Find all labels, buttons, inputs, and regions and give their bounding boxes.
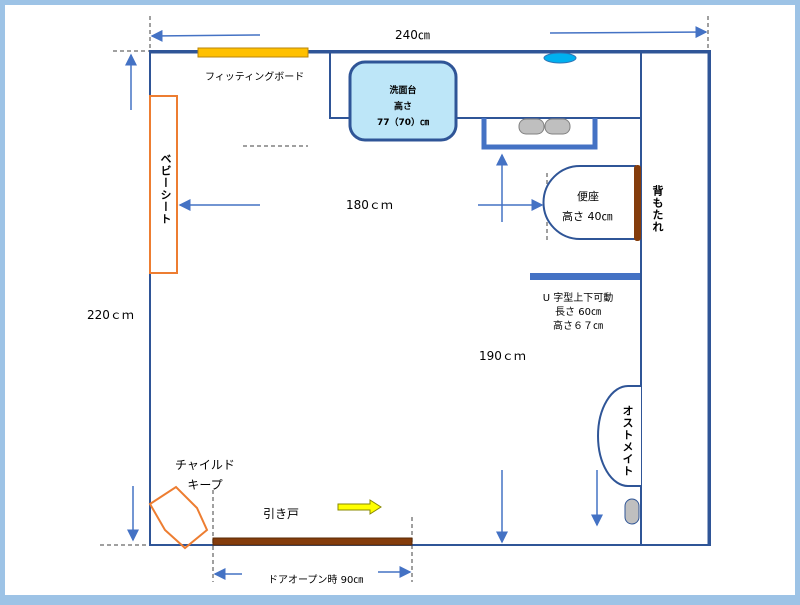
label-sink: 洗面台 高さ 77（70）㎝ bbox=[350, 83, 456, 131]
floor-plan: 240㎝ フィッティングボード 洗面台 高さ 77（70）㎝ ベビーシート 18… bbox=[5, 5, 795, 595]
paper-roll bbox=[544, 118, 571, 135]
sink-height-label: 高さ bbox=[393, 102, 412, 112]
handrail-length: 長さ 60㎝ bbox=[555, 307, 601, 318]
label-ostomate: オストメイト bbox=[621, 405, 634, 477]
paper-holder bbox=[481, 118, 598, 150]
floor-plan-drawing bbox=[100, 16, 711, 582]
faucet bbox=[543, 52, 577, 64]
backrest bbox=[634, 165, 641, 241]
fitting-board bbox=[197, 47, 309, 58]
sink-name: 洗面台 bbox=[389, 86, 417, 96]
handrail bbox=[530, 273, 640, 280]
label-fitting-board: フィッティングボード bbox=[205, 72, 305, 83]
label-inner-width: 180ｃｍ bbox=[346, 198, 393, 212]
child-keep-line2: キープ bbox=[187, 478, 223, 492]
label-child-keep: チャイルド キープ bbox=[165, 455, 245, 495]
label-door-open: ドアオープン時 90㎝ bbox=[268, 575, 364, 586]
label-toilet-height: 高さ 40㎝ bbox=[562, 210, 613, 223]
sink bbox=[348, 60, 458, 142]
ostomate bbox=[597, 385, 641, 487]
child-keep bbox=[148, 485, 209, 550]
child-keep-line1: チャイルド bbox=[175, 458, 235, 472]
door-direction-arrow bbox=[337, 499, 382, 515]
sliding-door bbox=[212, 537, 413, 546]
handrail-height: 高さ６７㎝ bbox=[553, 321, 603, 332]
dimension-guides bbox=[100, 16, 709, 582]
ostomate-faucet bbox=[624, 498, 640, 525]
dimension-arrows bbox=[125, 26, 708, 580]
toilet bbox=[542, 165, 636, 240]
paper-roll bbox=[518, 118, 545, 135]
label-toilet: 便座 bbox=[577, 190, 599, 203]
handrail-type: U 字型上下可動 bbox=[542, 293, 614, 304]
label-sliding-door: 引き戸 bbox=[263, 507, 300, 521]
label-baby-seat: ベビーシート bbox=[159, 153, 172, 225]
right-panel bbox=[640, 51, 710, 546]
label-inner-height: 190ｃｍ bbox=[479, 349, 526, 363]
label-width-total: 240㎝ bbox=[395, 28, 430, 42]
label-backrest: 背もたれ bbox=[651, 185, 664, 233]
label-height-left: 220ｃｍ bbox=[87, 308, 134, 322]
sink-height-value: 77（70）㎝ bbox=[376, 118, 430, 128]
label-handrail: U 字型上下可動 長さ 60㎝ 高さ６７㎝ bbox=[538, 292, 618, 334]
counter bbox=[329, 52, 640, 119]
baby-seat bbox=[149, 95, 178, 274]
